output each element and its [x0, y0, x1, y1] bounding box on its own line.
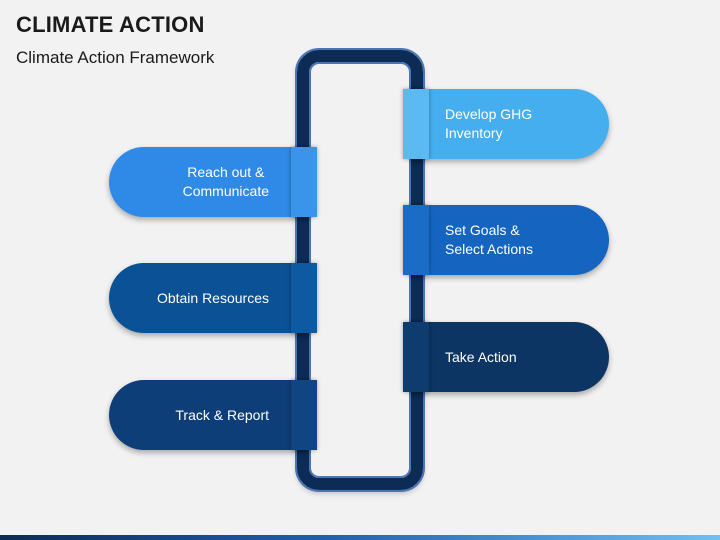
step-track-report: Track & Report — [109, 380, 309, 450]
step-reach-out-communicate: Reach out & Communicate — [109, 147, 309, 217]
step-set-goals-select-actions: Set Goals & Select Actions — [411, 205, 609, 275]
page-title: CLIMATE ACTION — [16, 12, 205, 37]
step-tab-develop-ghg-inventory — [403, 89, 429, 159]
step-label: Obtain Resources — [156, 289, 269, 306]
footer-gradient-bar — [0, 535, 720, 540]
step-tab-set-goals-select-actions — [403, 205, 429, 275]
step-take-action: Take Action — [411, 322, 609, 392]
step-label: Track & Report — [175, 406, 269, 423]
step-obtain-resources: Obtain Resources — [109, 263, 309, 333]
step-tab-take-action — [403, 322, 429, 392]
step-tab-obtain-resources — [291, 263, 317, 333]
step-label: Set Goals & Select Actions — [445, 222, 533, 257]
page-subtitle: Climate Action Framework — [16, 48, 215, 67]
step-develop-ghg-inventory: Develop GHG Inventory — [411, 89, 609, 159]
step-tab-track-report — [291, 380, 317, 450]
step-label: Develop GHG Inventory — [445, 106, 533, 141]
step-label: Take Action — [445, 348, 517, 365]
step-tab-reach-out-communicate — [291, 147, 317, 217]
step-label: Reach out & Communicate — [182, 164, 269, 199]
